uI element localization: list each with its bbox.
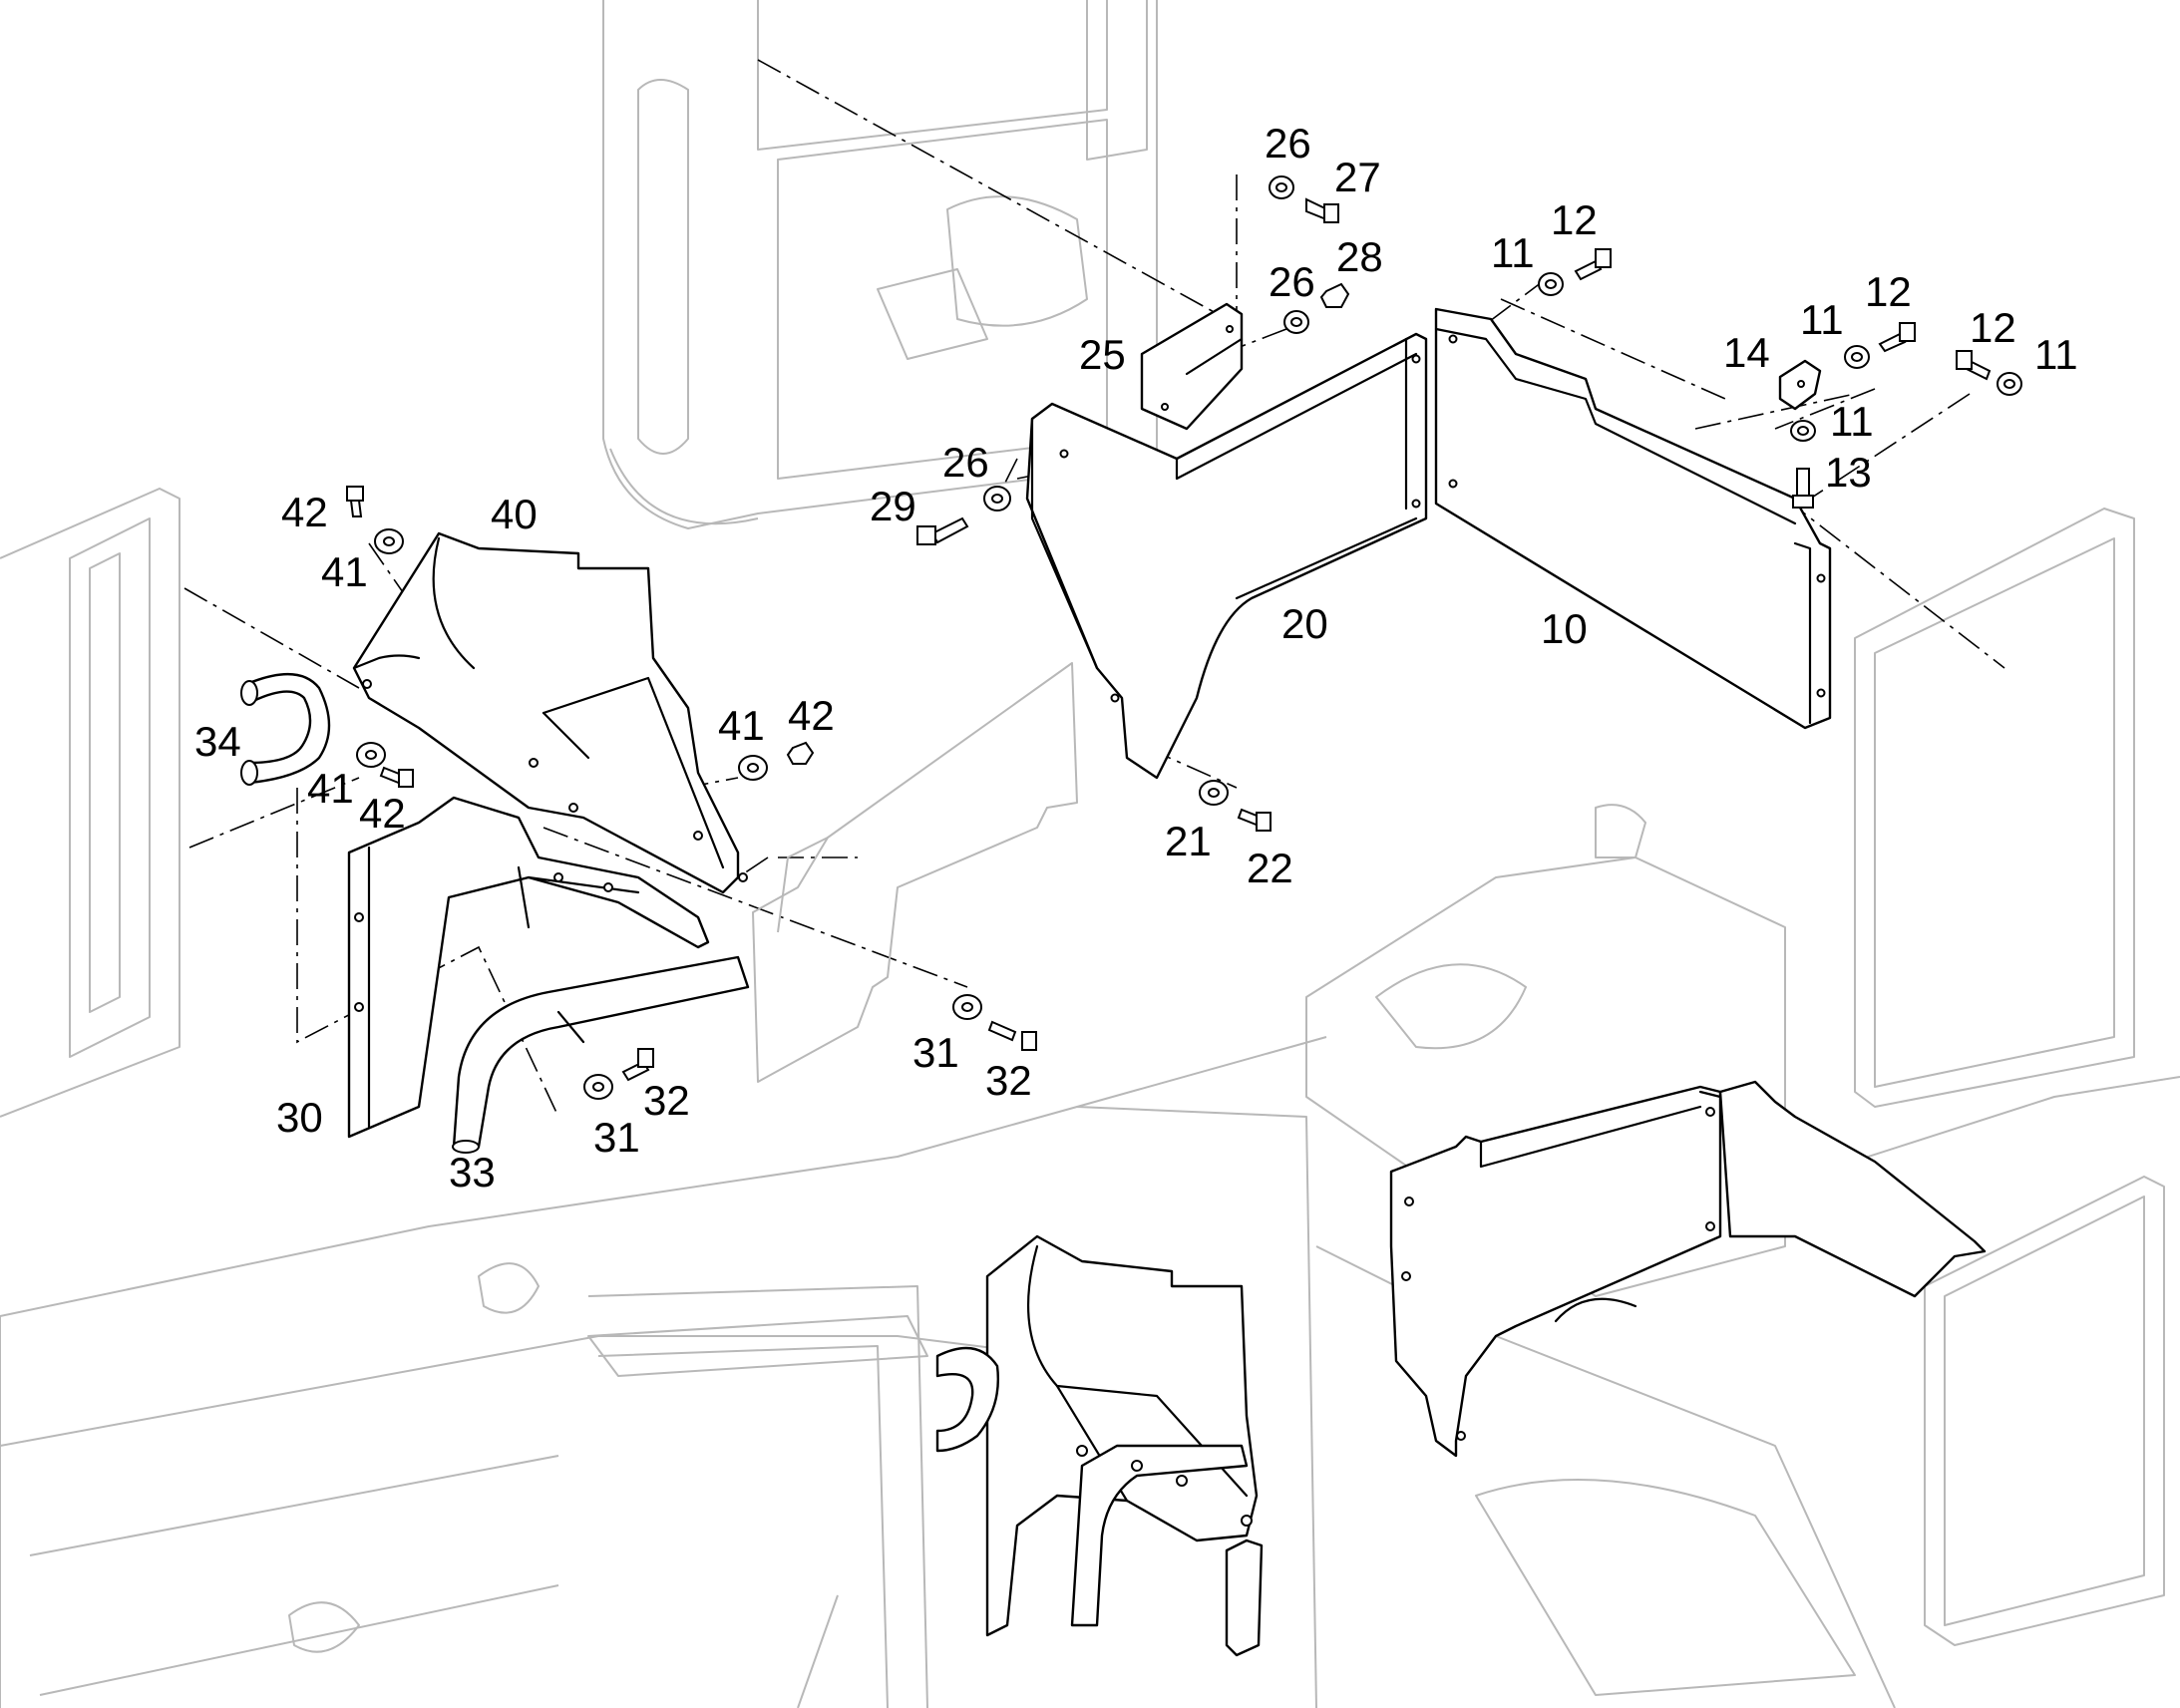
part-14-bracket <box>1778 359 1822 411</box>
callout-41-mid: 41 <box>718 702 765 749</box>
callout-32-lower: 32 <box>643 1077 690 1124</box>
callout-31-mid: 31 <box>912 1029 959 1076</box>
callout-11-lower: 11 <box>1830 398 1874 445</box>
callout-10: 10 <box>1541 605 1588 652</box>
callout-labels: 26 27 26 28 25 26 29 20 10 11 12 14 11 1… <box>194 120 2078 1196</box>
callout-42-mid: 42 <box>788 692 835 739</box>
part-20-panel <box>1025 332 1428 780</box>
hardware-fasteners <box>346 175 2022 1100</box>
callout-32-mid: 32 <box>985 1057 1032 1104</box>
callout-22: 22 <box>1247 845 1293 891</box>
assembled-view <box>935 1080 1987 1657</box>
callout-42-left: 42 <box>359 790 406 837</box>
callout-33: 33 <box>449 1149 496 1196</box>
callout-26-top: 26 <box>1265 120 1311 167</box>
callout-25: 25 <box>1079 331 1126 378</box>
part-25-bracket <box>1140 302 1244 431</box>
callout-12-right: 12 <box>1865 268 1912 315</box>
callout-30: 30 <box>276 1094 323 1141</box>
callout-13: 13 <box>1825 449 1872 496</box>
callout-11-top: 11 <box>1491 229 1535 276</box>
callout-20: 20 <box>1281 600 1328 647</box>
callout-41-left: 41 <box>307 765 354 812</box>
part-10-panel <box>1434 307 1832 730</box>
part-33-hose <box>452 955 750 1154</box>
part-34-hose <box>240 672 331 786</box>
part-40-duct <box>352 531 748 894</box>
callout-31-lower: 31 <box>593 1114 640 1161</box>
engine-cover-outline <box>752 662 1078 1083</box>
callout-11-far-right: 11 <box>2034 331 2078 378</box>
callout-28: 28 <box>1336 233 1383 280</box>
callout-14: 14 <box>1723 329 1770 376</box>
part-30-duct <box>347 796 710 1139</box>
callout-21: 21 <box>1165 818 1212 864</box>
callout-42-top: 42 <box>281 489 328 535</box>
callout-41-top: 41 <box>321 548 368 595</box>
callout-27: 27 <box>1334 154 1381 200</box>
callout-40: 40 <box>491 491 538 537</box>
callout-34: 34 <box>194 718 241 765</box>
callout-29: 29 <box>870 483 916 529</box>
callout-26-left: 26 <box>942 439 989 486</box>
callout-12-far-right: 12 <box>1970 304 2016 351</box>
callout-12-top: 12 <box>1551 196 1598 243</box>
callout-11-right: 11 <box>1800 296 1844 343</box>
callout-26-mid: 26 <box>1269 258 1315 305</box>
